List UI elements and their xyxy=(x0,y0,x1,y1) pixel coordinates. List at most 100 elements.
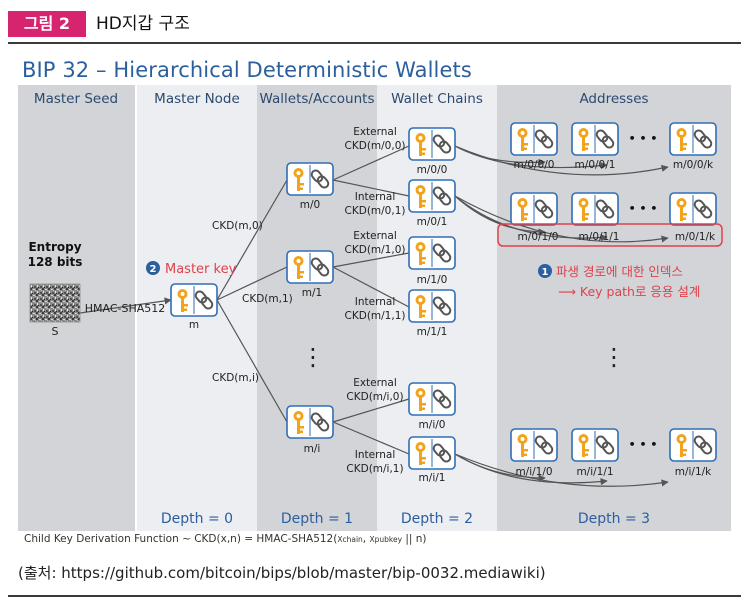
address-row-m00: m/0/0/0 m/0/0/1 • • • m/0/0/k xyxy=(510,122,717,171)
annotation-1: 1 파생 경로에 대한 인덱스 ⟶ Key path로 응용 설계 xyxy=(538,264,700,299)
address-label-m01k: m/0/1/k xyxy=(675,231,716,243)
footnote-sub-xchain: Xchain xyxy=(337,535,363,544)
address-label-mi10: m/i/1/0 xyxy=(515,466,552,478)
address-label-mi11: m/i/1/1 xyxy=(576,466,613,478)
depth-label-0: Depth = 0 xyxy=(161,511,233,527)
chain-label-m01: m/0/1 xyxy=(417,216,448,228)
chain-node-mi0 xyxy=(408,382,456,416)
chain-ckd-external-1: CKD(m/1,0) xyxy=(345,244,406,256)
chain-node-m00 xyxy=(408,127,456,161)
account-nodes: m/0 m/1 ⋮ m/i xyxy=(286,162,334,455)
chain-type-external-0: External xyxy=(353,126,397,138)
chain-nodes: m/0/0 m/0/1 m/1/0 m/1/1 m/i/0 m/i/1 xyxy=(408,127,456,484)
header-divider xyxy=(8,42,741,44)
chain-node-mi1 xyxy=(408,436,456,470)
address-row-m01: m/0/1/0 m/0/1/1 • • • m/0/1/k xyxy=(497,192,723,247)
address-node-m001 xyxy=(571,122,619,156)
depth-label-1: Depth = 1 xyxy=(281,511,353,527)
annotation-1-badge xyxy=(538,264,552,278)
chain-node-m01 xyxy=(408,179,456,213)
chain-type-external-i: External xyxy=(353,377,397,389)
figure-header: 그림 2 HD지갑 구조 xyxy=(0,0,749,44)
address-row3-ellipsis: • • • xyxy=(629,438,658,451)
footnote-separator: , xyxy=(362,533,370,545)
annotation-1-line1: 파생 경로에 대한 인덱스 xyxy=(556,264,683,279)
address-label-m010: m/0/1/0 xyxy=(518,231,559,243)
addresses-vertical-ellipsis: ⋮ xyxy=(602,343,626,371)
address-label-m011: m/0/1/1 xyxy=(579,231,620,243)
source-citation: (출처: https://github.com/bitcoin/bips/blo… xyxy=(18,564,546,582)
figure-title: HD지갑 구조 xyxy=(96,14,190,34)
chain-type-external-1: External xyxy=(353,230,397,242)
address-label-m00k: m/0/0/k xyxy=(673,159,714,171)
chain-type-internal-0: Internal xyxy=(355,191,395,203)
address-label-m001: m/0/0/1 xyxy=(575,159,616,171)
account-node-m0 xyxy=(286,162,334,196)
column-wallets-accounts xyxy=(257,85,377,531)
annotation-1-number: 1 xyxy=(542,267,549,278)
footnote-end: || n) xyxy=(402,533,427,545)
account-node-mi xyxy=(286,405,334,439)
ckd-label-m1: CKD(m,1) xyxy=(242,293,293,305)
address-row1-ellipsis: • • • xyxy=(629,132,658,145)
address-row2-ellipsis: • • • xyxy=(629,202,658,215)
chain-ckd-external-0: CKD(m/0,0) xyxy=(345,140,406,152)
chain-ckd-external-i: CKD(m/i,0) xyxy=(346,391,403,403)
column-header-master-node: Master Node xyxy=(154,91,240,107)
seed-label-entropy: Entropy xyxy=(28,240,81,254)
key-path-highlight-box xyxy=(497,223,723,247)
chain-node-m11 xyxy=(408,289,456,323)
chain-ckd-internal-i: CKD(m/i,1) xyxy=(346,463,403,475)
address-label-mi1k: m/i/1/k xyxy=(675,466,712,478)
depth-label-2: Depth = 2 xyxy=(401,511,473,527)
diagram-title: BIP 32 – Hierarchical Deterministic Wall… xyxy=(22,58,472,82)
footer-divider xyxy=(8,595,741,597)
accounts-vertical-ellipsis: ⋮ xyxy=(301,343,325,371)
column-header-wallet-chains: Wallet Chains xyxy=(391,91,483,107)
account-label-m0: m/0 xyxy=(300,199,320,211)
master-node: 2 Master key m xyxy=(146,261,237,331)
address-node-m000 xyxy=(510,122,558,156)
address-node-m00k xyxy=(669,122,717,156)
address-node-mi11 xyxy=(571,428,619,462)
address-row-mi1: m/i/1/0 m/i/1/1 • • • m/i/1/k xyxy=(510,428,717,478)
column-header-master-seed: Master Seed xyxy=(34,91,118,107)
address-node-mi10 xyxy=(510,428,558,462)
master-node-name: m xyxy=(189,319,199,331)
master-key-node xyxy=(170,283,218,317)
seed-label-bits: 128 bits xyxy=(28,255,83,269)
chain-label-mi1: m/i/1 xyxy=(419,472,446,484)
ckd-footnote: Child Key Derivation Function ~ CKD(x,n)… xyxy=(24,533,427,545)
master-seed: Entropy 128 bits S HMAC-SHA512 xyxy=(28,240,166,338)
annotation-2-number: 2 xyxy=(150,264,157,275)
derivation-connectors xyxy=(79,145,669,487)
chain-ckd-internal-1: CKD(m/1,1) xyxy=(345,310,406,322)
chain-label-m10: m/1/0 xyxy=(417,274,448,286)
annotation-2-badge xyxy=(146,261,160,275)
depth-label-3: Depth = 3 xyxy=(578,511,650,527)
footnote-sub-xpubkey: Xpubkey xyxy=(369,535,403,544)
account-node-m1 xyxy=(286,250,334,284)
entropy-noise-image xyxy=(29,283,81,323)
master-key-annotation: Master key xyxy=(165,262,237,277)
footnote-main: Child Key Derivation Function ~ CKD(x,n)… xyxy=(24,533,338,545)
ckd-label-mi: CKD(m,i) xyxy=(212,372,259,384)
chain-label-m11: m/1/1 xyxy=(417,326,448,338)
ckd-label-m0: CKD(m,0) xyxy=(212,220,263,232)
column-header-addresses: Addresses xyxy=(579,91,648,107)
address-node-m011 xyxy=(571,192,619,226)
chain-type-internal-i: Internal xyxy=(355,449,395,461)
account-label-m1: m/1 xyxy=(302,287,322,299)
hmac-label: HMAC-SHA512 xyxy=(85,302,166,315)
account-label-mi: m/i xyxy=(304,443,321,455)
chain-label-m00: m/0/0 xyxy=(417,164,448,176)
address-node-m010 xyxy=(510,192,558,226)
annotation-1-line2: ⟶ Key path로 응용 설계 xyxy=(558,284,700,299)
chain-type-internal-1: Internal xyxy=(355,296,395,308)
chain-node-m10 xyxy=(408,236,456,270)
chain-label-mi0: m/i/0 xyxy=(419,419,446,431)
seed-name: S xyxy=(52,325,59,338)
chain-ckd-internal-0: CKD(m/0,1) xyxy=(345,205,406,217)
figure-number-badge: 그림 2 xyxy=(8,11,86,37)
